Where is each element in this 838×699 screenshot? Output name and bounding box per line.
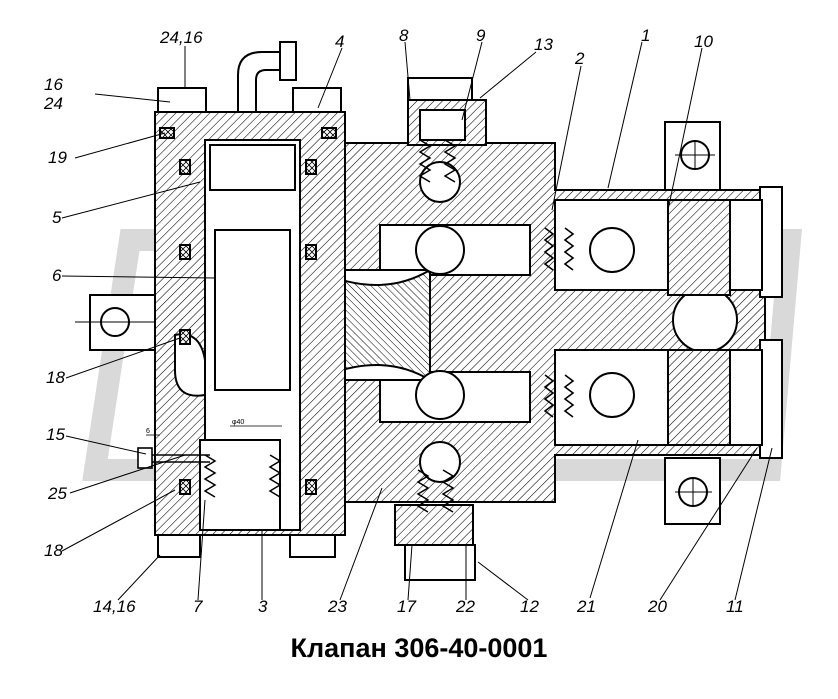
callout-18-low: 18 — [44, 541, 63, 560]
callout-6: 6 — [52, 266, 62, 285]
callout-4: 4 — [335, 32, 344, 51]
callout-17: 17 — [397, 597, 416, 616]
valve-body — [299, 142, 766, 503]
callout-15: 15 — [46, 425, 65, 444]
drawing-caption: Клапан 306-40-0001 — [290, 633, 548, 663]
callout-3: 3 — [258, 597, 268, 616]
cylinder-bolts — [157, 87, 342, 558]
callout-1: 1 — [641, 26, 650, 45]
callout-23: 23 — [327, 597, 347, 616]
right-end-caps — [667, 186, 783, 459]
callout-16: 16 — [44, 75, 63, 94]
leader-lines — [61, 41, 773, 601]
callout-7: 7 — [193, 597, 203, 616]
callout-14-16: 14,16 — [93, 597, 136, 616]
left-mounting-bracket — [75, 294, 156, 351]
top-port-fitting — [407, 77, 487, 183]
bottom-port-fitting — [394, 469, 476, 581]
callout-18-mid: 18 — [46, 368, 65, 387]
callout-8: 8 — [399, 26, 409, 45]
callout-9: 9 — [476, 26, 486, 45]
callout-24-16-top: 24,16 — [159, 28, 203, 47]
callout-5: 5 — [52, 208, 62, 227]
dimension-6: 6 — [146, 428, 150, 435]
callout-19: 19 — [48, 148, 67, 167]
callout-13: 13 — [534, 35, 553, 54]
callout-25: 25 — [47, 484, 67, 503]
dimension-marks: φ40 6 — [146, 419, 282, 436]
callout-labels: 24,16 4 8 9 13 1 10 16 24 2 19 5 6 18 15… — [43, 26, 744, 616]
callout-21: 21 — [576, 597, 596, 616]
right-mounting-brackets — [664, 121, 721, 525]
callout-22: 22 — [455, 597, 475, 616]
dimension-phi-40: φ40 — [232, 419, 244, 426]
callout-2: 2 — [574, 49, 585, 68]
cylinder-block — [154, 111, 346, 536]
callout-10: 10 — [694, 32, 713, 51]
callout-12: 12 — [520, 597, 539, 616]
callout-24: 24 — [43, 94, 63, 113]
callout-20: 20 — [647, 597, 667, 616]
elbow-pipe — [237, 41, 297, 112]
callout-11: 11 — [726, 597, 744, 616]
